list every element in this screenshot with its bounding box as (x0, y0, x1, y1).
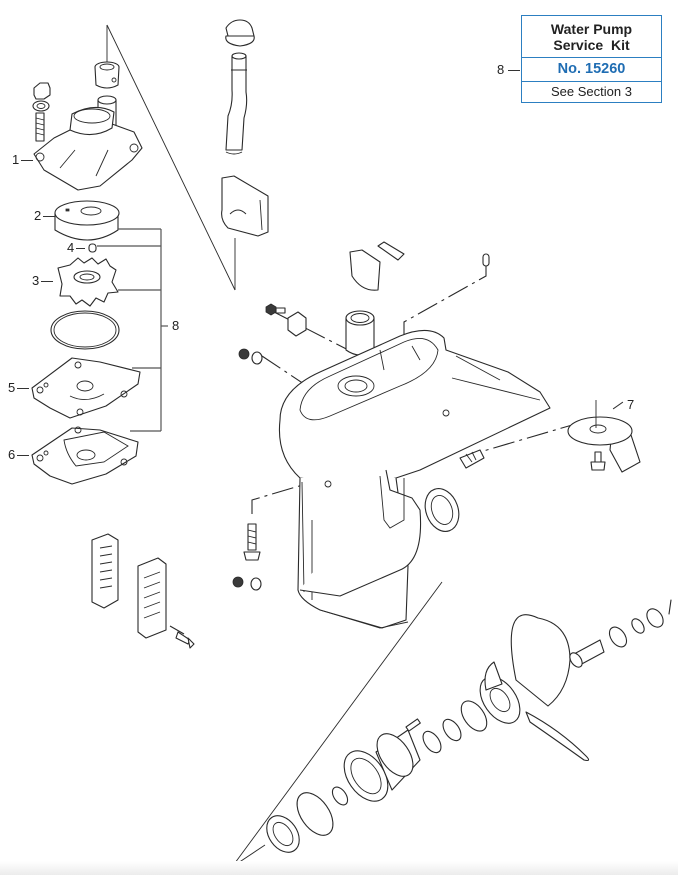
kit-part-number: No. 15260 (522, 58, 661, 82)
callout-8-label: 8 (172, 318, 180, 333)
callout-3-tick (41, 281, 54, 283)
kit-title: Water Pump Service Kit (522, 16, 661, 58)
kit-title-line1: Water Pump (550, 21, 633, 37)
housing-small-hardware (238, 241, 490, 365)
outer-plate-gasket-part (31, 357, 141, 419)
callout-4-tick (76, 248, 86, 250)
callout-1: 1 (12, 152, 34, 167)
callout-7: 7 (612, 398, 634, 411)
impeller-key-part (88, 243, 97, 253)
callout-6: 6 (8, 447, 30, 462)
callout-1-tick (21, 160, 34, 162)
water-pump-kit-box: Water Pump Service Kit No. 15260 See Sec… (521, 15, 662, 103)
callout-3: 3 (32, 273, 54, 288)
callout-4-label: 4 (67, 240, 75, 255)
callout-5-tick (17, 388, 30, 390)
callout-2-tick (43, 216, 56, 218)
callout-7-tick (612, 401, 624, 410)
gear-housing-part (278, 329, 551, 629)
water-pump-housing-part (32, 61, 143, 191)
housing-bolts (232, 523, 262, 591)
callout-5-label: 5 (8, 380, 16, 395)
anode-trim-tab-part (567, 400, 641, 473)
callout-6-label: 6 (8, 447, 16, 462)
kit-box-callout-label: 8 (497, 62, 505, 77)
propeller-assembly-part (266, 599, 672, 853)
callout-7-label: 7 (627, 397, 635, 412)
callout-5: 5 (8, 380, 30, 395)
impeller-cup-part (54, 200, 120, 241)
callout-4: 4 (67, 240, 86, 255)
impeller-part (57, 257, 119, 307)
o-ring-part (50, 310, 120, 350)
callout-6-tick (17, 455, 30, 457)
water-tube-assembly (221, 19, 269, 237)
callout-3-label: 3 (32, 273, 40, 288)
callout-8-bracket: 8 (172, 319, 179, 332)
kit-box-callout-tick (508, 70, 521, 72)
leader-triangle-upper (106, 24, 236, 291)
kit-title-line2: Service Kit (553, 37, 630, 53)
kit-section-reference: See Section 3 (551, 84, 632, 99)
callout-2: 2 (34, 208, 56, 223)
lower-gasket-part (31, 426, 139, 485)
kit-bracket-lines (97, 228, 168, 432)
bottom-fade (0, 861, 678, 875)
kit-box-callout: 8 (497, 62, 521, 77)
callout-2-label: 2 (34, 208, 42, 223)
callout-1-label: 1 (12, 152, 20, 167)
water-intake-screens (91, 533, 195, 649)
